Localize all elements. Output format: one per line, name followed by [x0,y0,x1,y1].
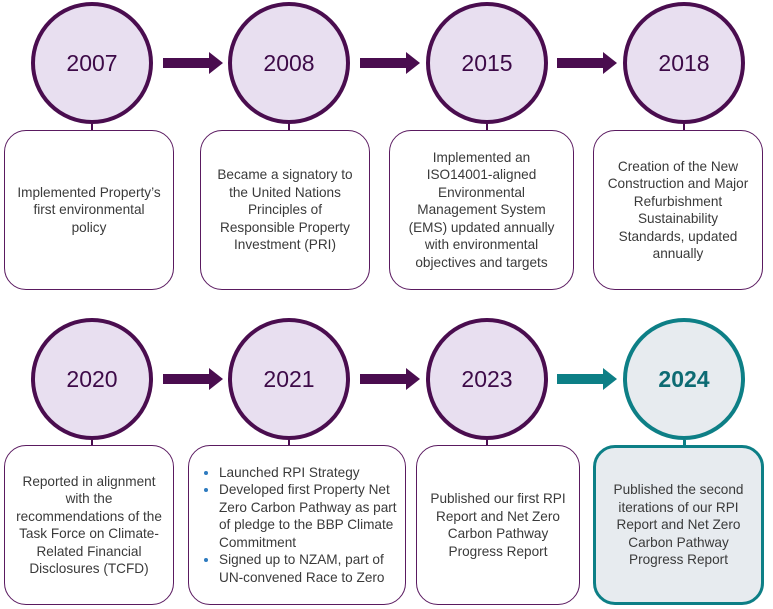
milestone-box-2020: Reported in alignment with the recommend… [4,445,174,605]
arrow-right-icon [557,368,617,390]
connector-2018 [683,124,685,131]
connector-2021 [288,440,290,446]
connector-2020 [91,440,93,446]
year-label: 2015 [461,49,513,76]
year-circle-2021: 2021 [228,318,350,440]
milestone-text: Published the second iterations of our R… [613,482,744,568]
arrow-right-icon [163,368,223,390]
year-circle-2020: 2020 [31,318,153,440]
arrow-right-icon [360,368,420,390]
year-label: 2021 [263,365,315,392]
milestone-text: Implemented an ISO14001-aligned Environm… [408,149,555,270]
connector-2024 [683,440,686,446]
year-circle-2007: 2007 [31,2,153,124]
milestone-text: Became a signatory to the United Nations… [217,167,353,253]
arrow-right-icon [163,52,223,74]
year-label: 2024 [658,365,710,392]
milestone-box-2018: Creation of the New Construction and Maj… [593,130,763,290]
connector-2015 [486,124,488,131]
year-label: 2020 [66,365,118,392]
milestone-box-2024: Published the second iterations of our R… [593,445,764,605]
list-item: Launched RPI Strategy [219,464,397,482]
year-circle-2023: 2023 [426,318,548,440]
milestone-text: Implemented Property’s first environment… [17,184,161,235]
year-circle-2015: 2015 [426,2,548,124]
year-label: 2007 [66,49,118,76]
milestone-box-2008: Became a signatory to the United Nations… [200,130,370,290]
arrow-right-icon [557,52,617,74]
milestone-text: Creation of the New Construction and Maj… [607,158,749,262]
milestone-bullet-list: Launched RPI Strategy Developed first Pr… [205,464,397,587]
list-item: Signed up to NZAM, part of UN-convened R… [219,551,397,586]
milestone-box-2015: Implemented an ISO14001-aligned Environm… [389,130,574,290]
year-label: 2018 [658,49,710,76]
year-label: 2023 [461,365,513,392]
year-label: 2008 [263,49,315,76]
arrow-right-icon [360,52,420,74]
year-circle-2018: 2018 [623,2,745,124]
year-circle-2024: 2024 [623,318,745,440]
milestone-box-2007: Implemented Property’s first environment… [4,130,174,290]
milestone-box-2023: Published our first RPI Report and Net Z… [416,445,580,605]
connector-2007 [91,124,93,131]
milestone-text: Reported in alignment with the recommend… [16,473,162,577]
milestone-text: Published our first RPI Report and Net Z… [430,491,566,559]
list-item: Developed first Property Net Zero Carbon… [219,481,397,551]
milestone-box-2021: Launched RPI Strategy Developed first Pr… [188,445,406,605]
connector-2023 [486,440,488,446]
connector-2008 [288,124,290,131]
year-circle-2008: 2008 [228,2,350,124]
